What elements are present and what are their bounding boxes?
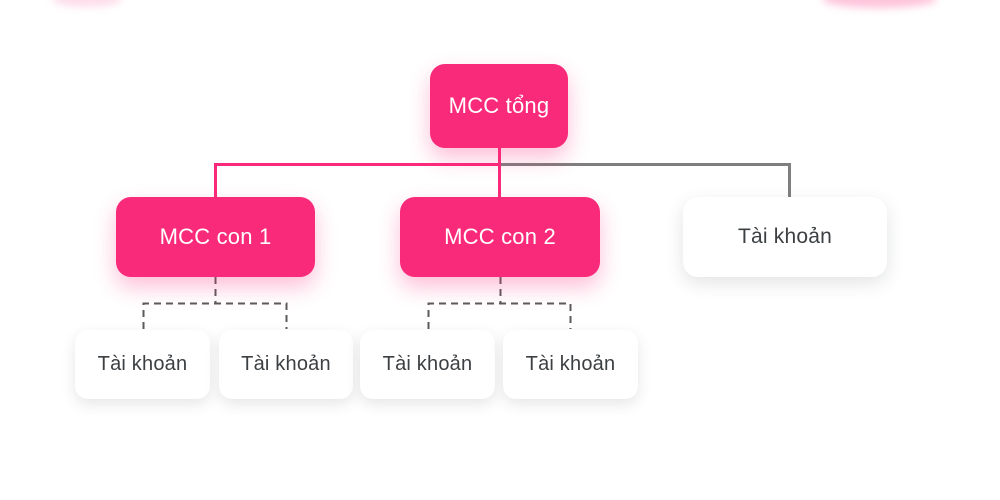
node-mcc-con-1: MCC con 1 xyxy=(116,197,315,277)
node-mcc-con-2-label: MCC con 2 xyxy=(444,224,556,249)
node-tai-khoan-4: Tài khoản xyxy=(503,330,638,399)
node-mcc-con-2: MCC con 2 xyxy=(400,197,600,277)
edge-child2-to-accounts xyxy=(427,302,572,329)
edge-root-to-child1 xyxy=(214,163,500,197)
node-tai-khoan-2-label: Tài khoản xyxy=(241,353,331,375)
edge-child1-to-accounts xyxy=(142,302,288,329)
node-mcc-tong: MCC tổng xyxy=(430,64,568,148)
node-mcc-con-1-label: MCC con 1 xyxy=(159,224,272,249)
node-tai-khoan-3: Tài khoản xyxy=(360,330,495,399)
node-tai-khoan-right: Tài khoản xyxy=(683,197,887,277)
edge-root-to-account-right xyxy=(499,163,791,197)
top-edge-artifact-right xyxy=(822,0,937,8)
top-edge-artifact-left xyxy=(52,0,122,7)
node-tai-khoan-right-label: Tài khoản xyxy=(737,225,833,248)
node-tai-khoan-3-label: Tài khoản xyxy=(382,353,473,375)
node-tai-khoan-2: Tài khoản xyxy=(219,330,353,399)
node-tai-khoan-1-label: Tài khoản xyxy=(97,353,188,375)
node-tai-khoan-4-label: Tài khoản xyxy=(525,353,616,375)
node-tai-khoan-1: Tài khoản xyxy=(75,330,210,399)
node-mcc-tong-label: MCC tổng xyxy=(448,93,550,118)
